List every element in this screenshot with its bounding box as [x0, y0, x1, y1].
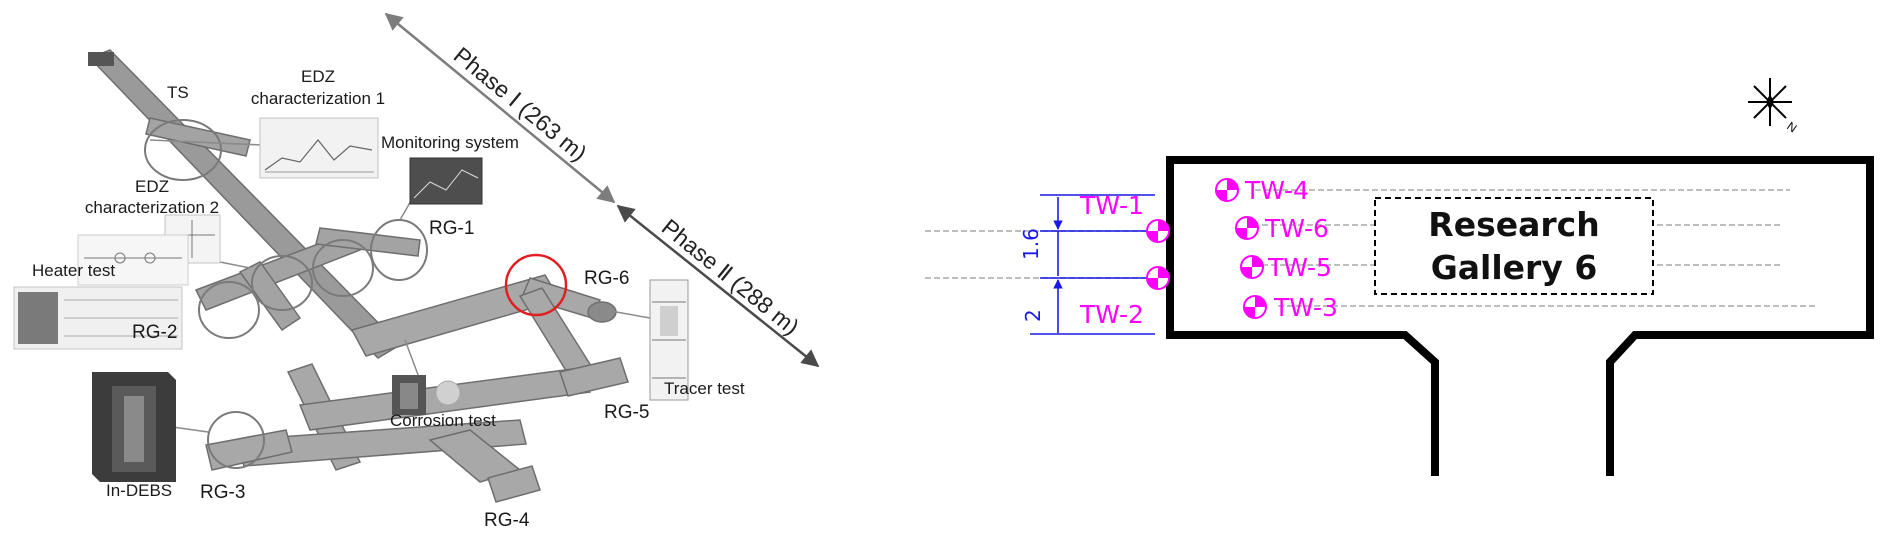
north-arrow-icon: N: [1748, 78, 1799, 135]
label-corrosion: Corrosion test: [390, 411, 496, 430]
gallery-wall: [1166, 156, 1874, 476]
gallery-label-line1: Research: [1428, 205, 1599, 244]
dim-lower-label: 2: [1021, 309, 1045, 322]
borehole-markers: [1146, 178, 1267, 319]
callout-center: [312, 239, 374, 297]
label-tracer: Tracer test: [664, 379, 745, 398]
borehole-label-tw3: TW-3: [1273, 293, 1338, 322]
borehole-label-tw2: TW-2: [1079, 300, 1144, 329]
label-indebs: In-DEBS: [106, 481, 172, 500]
label-rg6: RG-6: [584, 268, 629, 289]
gallery-plan-panel: N 1.6 2: [925, 78, 1874, 476]
inset-edz1-graph: [259, 117, 379, 179]
dimension-lines: [1030, 194, 1155, 335]
borehole-label-tw6: TW-6: [1264, 214, 1329, 243]
inset-corrosion-test: [392, 375, 461, 415]
label-heater: Heater test: [32, 261, 115, 280]
label-rg1: RG-1: [429, 218, 474, 239]
portal-block: [88, 52, 114, 66]
borehole-label-tw1: TW-1: [1079, 191, 1144, 220]
borehole-marker-tw5: [1240, 255, 1264, 279]
borehole-marker-tw6: [1235, 216, 1259, 240]
borehole-label-tw4: TW-4: [1244, 176, 1309, 205]
callout-rg2: [198, 281, 260, 339]
label-rg5: RG-5: [604, 402, 649, 423]
label-edz1-line1: EDZ: [301, 67, 335, 86]
label-rg4: RG-4: [484, 510, 530, 531]
label-ts: TS: [167, 83, 189, 102]
borehole-marker-tw4: [1215, 178, 1239, 202]
callout-rg3: [207, 411, 265, 469]
highlight-rg6-circle: [504, 253, 568, 317]
kurt-layout-panel: Phase Ⅰ (263 m) Phase Ⅱ (288 m) TS EDZ c…: [13, 12, 820, 531]
callout-edz2: [251, 255, 313, 311]
callout-circles: [144, 119, 428, 469]
gallery-label-box: [1374, 197, 1654, 295]
borehole-marker-tw3: [1243, 295, 1267, 319]
phase2-arrow: [616, 204, 820, 368]
inset-heater-plot: [13, 286, 183, 350]
dim-upper-label: 1.6: [1019, 228, 1043, 260]
phase1-arrow: [384, 12, 616, 204]
north-label: N: [1784, 119, 1799, 135]
label-edz2-line2: characterization 2: [85, 198, 219, 217]
inset-monitoring-screen: [409, 157, 483, 205]
borehole-label-tw5: TW-5: [1267, 253, 1332, 282]
inset-indebs-block: [92, 372, 176, 482]
callout-ts: [144, 119, 222, 181]
label-edz2-line1: EDZ: [135, 177, 169, 196]
borehole-marker-tw2: [1146, 266, 1170, 290]
callout-rg1: [370, 219, 428, 281]
label-monitoring: Monitoring system: [381, 133, 519, 152]
inset-heater-schematic: [77, 234, 189, 286]
gallery-label-line2: Gallery 6: [1431, 248, 1598, 287]
label-rg2: RG-2: [132, 322, 177, 343]
borehole-marker-tw1: [1146, 219, 1170, 243]
label-rg3: RG-3: [200, 482, 245, 503]
label-edz1-line2: characterization 1: [251, 89, 385, 108]
